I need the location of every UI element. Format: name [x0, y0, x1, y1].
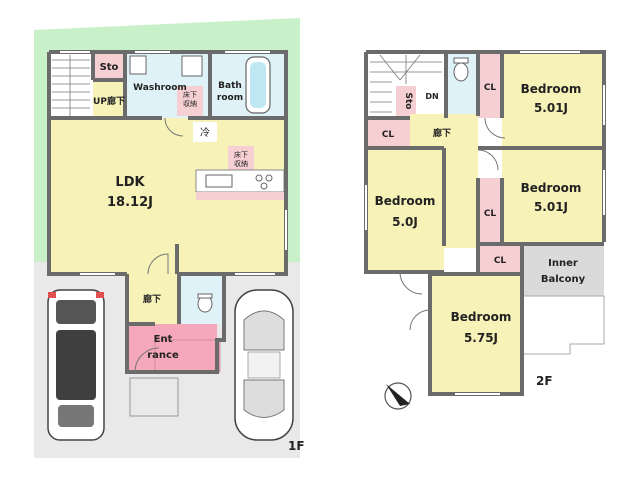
bedroom-w	[366, 148, 444, 272]
label-bedroom-ne-name: Bedroom	[521, 82, 582, 96]
up-hall-area	[93, 80, 125, 118]
washing-machine-icon	[181, 55, 203, 77]
door-swing-bedroom-s	[409, 309, 431, 331]
closet-3	[478, 178, 502, 242]
stove-burner-icon	[265, 174, 273, 182]
label-storage-1f: Sto	[100, 62, 119, 73]
bathtub-inner-icon	[250, 62, 266, 108]
bedroom-ne	[502, 52, 604, 148]
label-bedroom-s-name: Bedroom	[451, 310, 512, 324]
floor-label-2f: 2F	[536, 374, 553, 388]
bedroom-s	[430, 274, 522, 394]
label-bedroom-ne-size: 5.01J	[534, 101, 568, 115]
car-left-icon	[47, 289, 105, 441]
label-up-hall: UP廊下	[93, 95, 125, 107]
stair-treads-1f	[52, 55, 90, 116]
label-bedroom-e-size: 5.01J	[534, 200, 568, 214]
stove-burner-icon	[255, 174, 263, 182]
label-storage-2f: Sto	[403, 93, 413, 110]
label-underfloor-storage-1: 床下収納	[183, 90, 197, 108]
stair-treads-2f	[370, 54, 442, 113]
bedroom-e	[502, 148, 604, 242]
storage-room-1f	[93, 52, 125, 80]
label-down: DN	[425, 92, 438, 101]
label-ldk-size: 18.12J	[107, 195, 153, 210]
label-bedroom-w-size: 5.0J	[392, 215, 418, 229]
label-closet-4: CL	[494, 256, 507, 266]
label-closet-1: CL	[484, 83, 497, 93]
sink-icon	[205, 174, 233, 188]
door-swing-bedroom-ne	[484, 117, 506, 139]
underfloor-storage-2	[228, 146, 254, 172]
entrance-step	[154, 339, 221, 373]
compass-icon	[384, 382, 412, 410]
closet-2	[366, 118, 410, 148]
label-bedroom-w-name: Bedroom	[375, 194, 436, 208]
stair-area-1f	[49, 52, 93, 118]
label-closet-2: CL	[382, 130, 395, 140]
balcony-outline	[521, 295, 605, 355]
door-swing-ldk	[147, 253, 169, 275]
label-bedroom-e-name: Bedroom	[521, 181, 582, 195]
label-ldk-name: LDK	[115, 175, 145, 190]
label-fridge: 冷	[200, 126, 210, 139]
washbasin-icon	[129, 55, 147, 75]
floor-label-1f: 1F	[288, 439, 305, 453]
toilet-tank-icon-2f	[453, 57, 469, 64]
door-swing-washroom	[164, 117, 184, 137]
car-right-icon	[234, 289, 294, 441]
toilet-icon-2f	[453, 62, 469, 82]
closet-4	[478, 244, 522, 274]
entrance-porch	[129, 377, 179, 417]
windows-1f	[60, 51, 287, 275]
underfloor-storage-1	[177, 86, 203, 116]
label-hallway-2f: 廊下	[433, 127, 451, 139]
label-bedroom-s-size: 5.75J	[464, 331, 498, 345]
stove-burner-icon	[260, 182, 268, 190]
fridge-spot	[193, 122, 217, 142]
inner-balcony	[522, 244, 604, 296]
floor-2-plan: Sto DN 廊下 CL CL CL CL Bedroom 5.01J Bedr…	[364, 50, 606, 410]
closet-1	[478, 52, 502, 118]
storage-room-2f	[396, 86, 416, 116]
hallway-1f	[127, 274, 179, 324]
door-swing-entrance	[134, 347, 160, 373]
door-swing-bedroom-e	[477, 149, 499, 171]
label-closet-3: CL	[484, 209, 497, 219]
label-hallway-1f: 廊下	[143, 293, 161, 305]
label-underfloor-storage-2: 床下収納	[234, 150, 248, 168]
windows-2f	[365, 51, 605, 395]
toilet-tank-icon	[197, 293, 213, 299]
kitchen-counter-lower	[196, 192, 284, 200]
door-swing-bedroom-w	[399, 271, 423, 295]
label-washroom: Washroom	[133, 83, 187, 93]
